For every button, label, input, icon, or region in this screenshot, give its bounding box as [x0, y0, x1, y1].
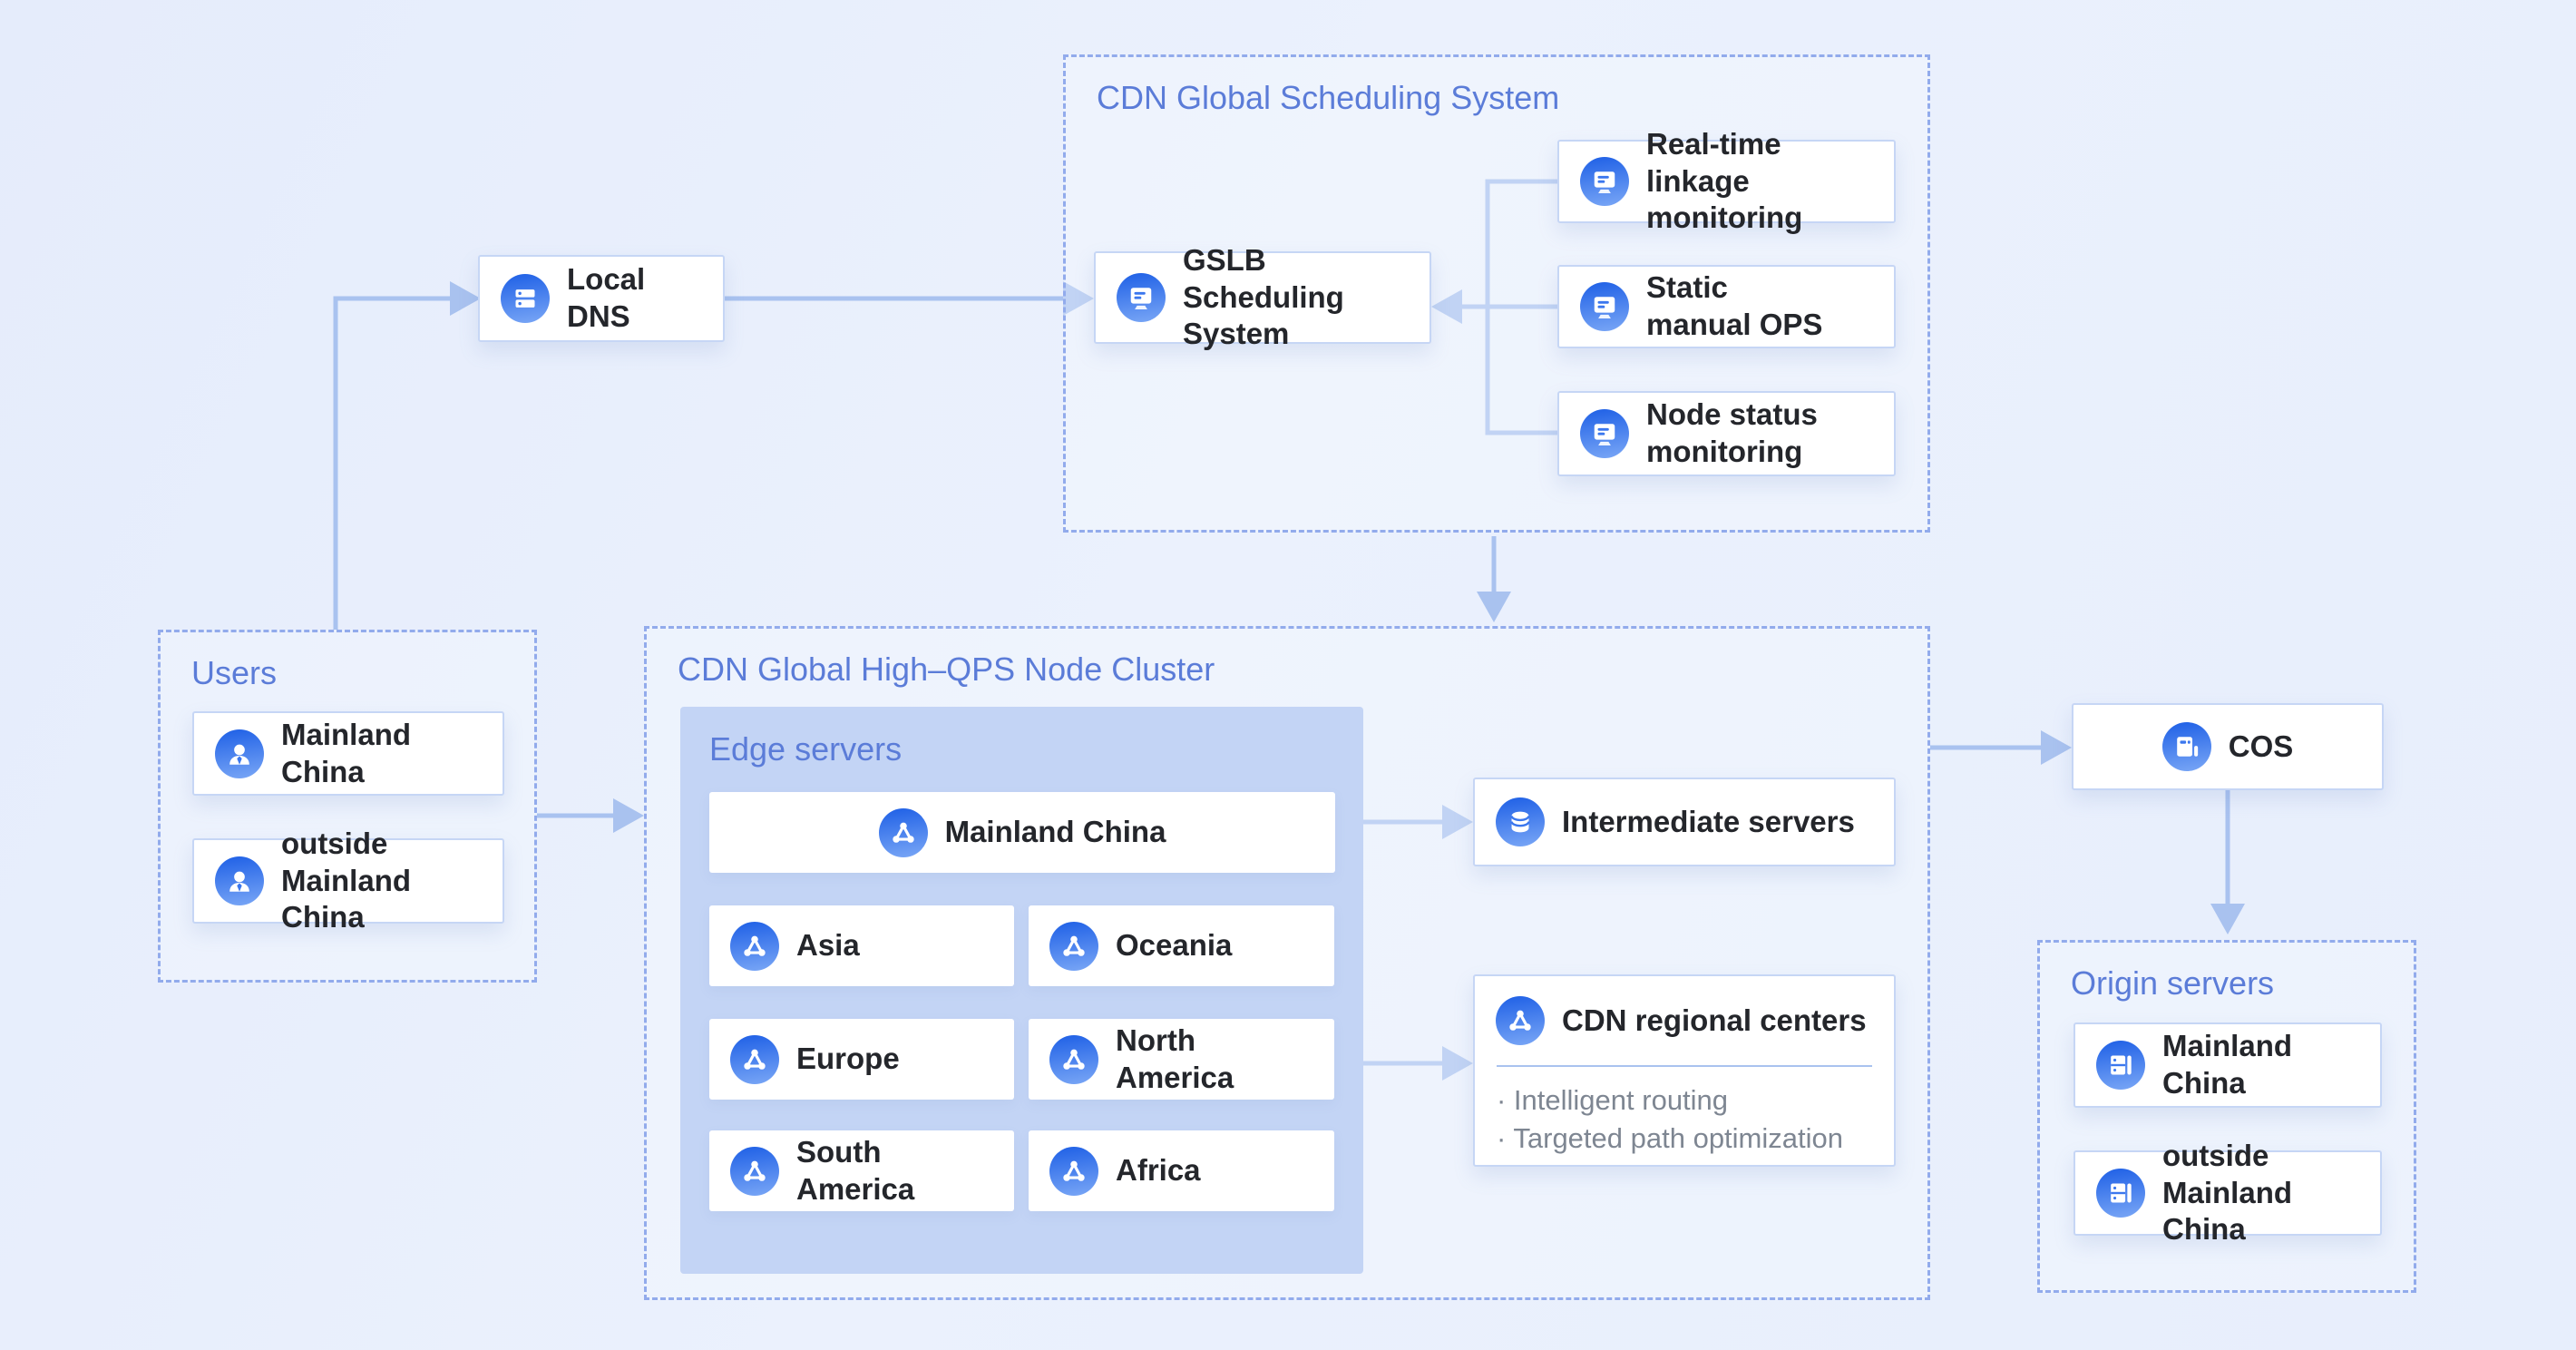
node-label: outside Mainland China: [2162, 1138, 2293, 1247]
arrowhead-origin: [2210, 904, 2245, 934]
node-origin-mainland-china: Mainland China: [2073, 1022, 2382, 1108]
node-label: COS: [2228, 729, 2294, 763]
node-edge-asia: Asia: [709, 905, 1014, 986]
network-node-icon: [878, 807, 928, 857]
regional-centers-features: · Intelligent routing · Targeted path op…: [1475, 1067, 1894, 1157]
arrowhead-intermediate: [1442, 805, 1473, 839]
regional-centers-header: CDN regional centers: [1475, 976, 1894, 1065]
node-users-outside-mainland-china: outside Mainland China: [192, 827, 504, 934]
node-intermediate-servers: Intermediate servers: [1473, 778, 1896, 866]
node-label: Mainland China: [281, 717, 412, 788]
zone-title-origin-servers: Origin servers: [2071, 964, 2275, 1002]
connector-users-to-local-dns: [333, 296, 453, 630]
server-cabinet-icon: [2096, 1041, 2145, 1090]
arrowhead-cos: [2041, 730, 2072, 765]
node-edge-africa: Africa: [1029, 1130, 1334, 1211]
network-node-icon: [1049, 1034, 1098, 1084]
node-label: Africa: [1116, 1153, 1201, 1188]
arrowhead-gslb-left: [1063, 281, 1094, 316]
node-cos: COS: [2072, 703, 2384, 790]
server-cabinet-icon: [2096, 1169, 2145, 1218]
feature-item: · Targeted path optimization: [1497, 1121, 1843, 1154]
network-node-icon: [1049, 921, 1098, 971]
node-edge-oceania: Oceania: [1029, 905, 1334, 986]
node-label: Mainland China: [944, 815, 1166, 849]
arrowhead-cluster-top: [1477, 592, 1511, 622]
node-edge-south-america: South America: [709, 1130, 1014, 1211]
node-label: Mainland China: [2162, 1029, 2293, 1100]
zone-users: Users: [158, 630, 537, 983]
node-label: Real-time linkage monitoring: [1646, 126, 1803, 235]
node-label: CDN regional centers: [1562, 1003, 1867, 1037]
zone-title-scheduling: CDN Global Scheduling System: [1097, 79, 1560, 116]
monitor-icon: [1580, 157, 1629, 206]
node-origin-outside-mainland-china: outside Mainland China: [2073, 1139, 2382, 1246]
node-label: Europe: [796, 1042, 900, 1076]
node-realtime-linkage-monitoring: Real-time linkage monitoring: [1557, 127, 1896, 234]
arrowhead-cluster-left: [613, 798, 644, 833]
node-label: Static manual OPS: [1646, 270, 1823, 341]
network-node-icon: [1496, 996, 1545, 1045]
node-label: North America: [1116, 1022, 1234, 1094]
node-edge-europe: Europe: [709, 1019, 1014, 1100]
server-stack-icon: [501, 274, 550, 323]
node-gslb-scheduling-system: GSLB Scheduling System: [1094, 243, 1431, 350]
node-label: Local DNS: [567, 262, 646, 333]
database-icon: [1496, 797, 1545, 846]
node-label: GSLB Scheduling System: [1183, 242, 1344, 351]
user-icon: [215, 729, 264, 778]
node-label: outside Mainland China: [281, 826, 412, 934]
zone-title-cluster: CDN Global High–QPS Node Cluster: [678, 651, 1215, 688]
arrowhead-local-dns: [450, 281, 481, 316]
divider: [1497, 1065, 1872, 1067]
node-label: Asia: [796, 928, 860, 963]
zone-title-users: Users: [191, 654, 278, 691]
node-users-mainland-china: Mainland China: [192, 711, 504, 796]
node-label: Intermediate servers: [1562, 804, 1855, 838]
user-icon: [215, 856, 264, 905]
node-edge-north-america: North America: [1029, 1019, 1334, 1100]
network-node-icon: [730, 1034, 779, 1084]
node-status-monitoring: Node status monitoring: [1557, 391, 1896, 476]
node-edge-mainland-china: Mainland China: [709, 792, 1335, 873]
node-label: Node status monitoring: [1646, 397, 1818, 468]
node-cdn-regional-centers: CDN regional centers · Intelligent routi…: [1473, 974, 1896, 1167]
bucket-icon: [2161, 722, 2211, 771]
network-node-icon: [730, 1146, 779, 1196]
network-node-icon: [730, 921, 779, 971]
node-label: South America: [796, 1134, 915, 1206]
monitor-icon: [1580, 282, 1629, 331]
arrowhead-gslb-right: [1431, 289, 1462, 324]
node-static-manual-ops: Static manual OPS: [1557, 265, 1896, 348]
panel-title-edge-servers: Edge servers: [709, 730, 903, 768]
feature-item: · Intelligent routing: [1497, 1084, 1729, 1116]
node-label: Oceania: [1116, 928, 1233, 963]
monitor-icon: [1580, 409, 1629, 458]
arrowhead-regional: [1442, 1046, 1473, 1081]
monitor-icon: [1117, 273, 1166, 322]
network-node-icon: [1049, 1146, 1098, 1196]
node-local-dns: Local DNS: [478, 255, 725, 342]
